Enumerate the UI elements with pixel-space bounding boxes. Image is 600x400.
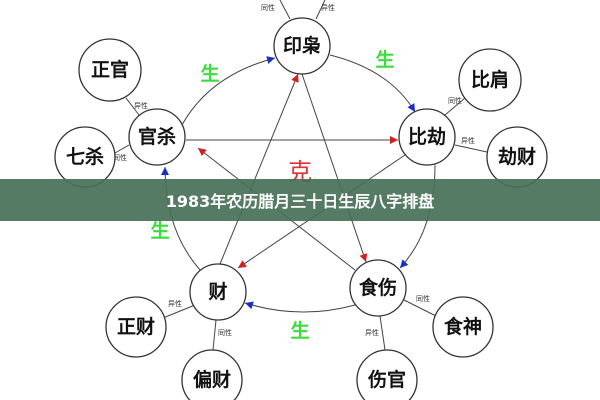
sheng-arrow-shishang-cai: [244, 301, 356, 313]
svg-text:异性: 异性: [365, 328, 379, 337]
svg-text:异性: 异性: [461, 136, 475, 145]
svg-text:异性: 异性: [321, 3, 335, 12]
sheng-label: 生: [200, 62, 219, 85]
node-guansha: 官杀: [128, 108, 186, 166]
node-shishen: 食神: [432, 296, 494, 358]
svg-text:劫财: 劫财: [498, 145, 536, 168]
node-jiecai: 劫财: [486, 126, 548, 188]
ke-arrow-yinxiao-shishang: [301, 73, 368, 263]
svg-text:异性: 异性: [168, 299, 182, 308]
ke-arrow-cai-yinxiao: [219, 73, 299, 265]
node-zhengguan: 正官: [78, 38, 142, 102]
svg-text:同性: 同性: [218, 328, 232, 337]
svg-text:正财: 正财: [117, 315, 155, 338]
node-zhengcai: 正财: [105, 296, 167, 358]
sheng-label: 生: [290, 319, 309, 342]
svg-text:同性: 同性: [261, 3, 275, 12]
node-qisha: 七杀: [54, 126, 116, 188]
svg-text:同性: 同性: [448, 96, 462, 105]
node-bijie: 比劫: [398, 108, 456, 166]
node-bijian: 比肩: [458, 48, 522, 112]
svg-text:正官: 正官: [91, 58, 129, 81]
svg-text:食神: 食神: [444, 315, 482, 338]
svg-text:七杀: 七杀: [66, 145, 104, 168]
svg-text:官杀: 官杀: [138, 125, 176, 148]
sheng-arrow-guansha-yinxiao: [181, 56, 276, 126]
svg-text:食伤: 食伤: [359, 276, 397, 299]
node-cai: 财: [189, 263, 247, 321]
sheng-arrow-yinxiao-bijie: [329, 54, 416, 113]
sheng-label: 生: [375, 48, 394, 71]
node-piancai: 偏财: [181, 349, 243, 400]
svg-text:偏财: 偏财: [193, 368, 231, 391]
sheng-arrow-bijie-shishang: [399, 164, 436, 269]
node-shishang: 食伤: [349, 259, 407, 317]
svg-text:财: 财: [208, 280, 227, 303]
svg-text:伤官: 伤官: [367, 368, 406, 391]
svg-text:印枭: 印枭: [283, 34, 321, 57]
svg-text:异性: 异性: [134, 101, 148, 110]
svg-text:比肩: 比肩: [471, 68, 509, 91]
spoke-labels: 同性 异性 异性 同性 同性 异性 异性 同性 同性 异性: [113, 3, 475, 337]
sheng-label: 生: [150, 219, 169, 242]
page-title: 1983年农历腊月三十日生辰八字排盘: [165, 192, 435, 211]
title-banner: 1983年农历腊月三十日生辰八字排盘: [0, 179, 600, 221]
svg-text:比劫: 比劫: [408, 125, 446, 148]
svg-text:同性: 同性: [416, 294, 430, 303]
svg-text:同性: 同性: [113, 153, 127, 162]
node-yinxiao: 印枭: [273, 17, 331, 75]
node-shangguan: 伤官: [356, 349, 418, 400]
